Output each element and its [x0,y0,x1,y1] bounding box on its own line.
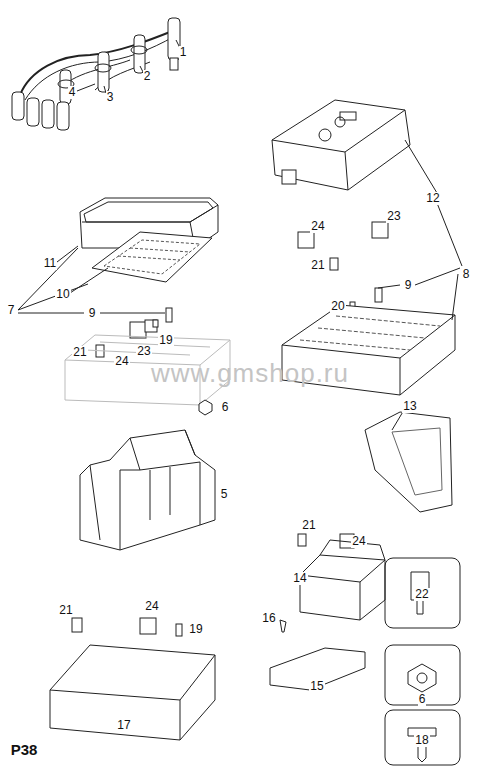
callout-number: 17 [116,719,131,732]
page-code: P38 [10,743,39,756]
callout-number: 3 [106,91,115,104]
callout-number: 21 [72,346,87,359]
callout-number: 23 [386,210,401,223]
callout-number: 11 [43,257,57,270]
callout-number: 14 [292,572,307,585]
fuse-label-sheet [92,232,212,282]
callout-number: 21 [310,259,325,272]
small-fuse-block [270,534,385,690]
watermark: www.gmshop.ru [150,367,350,380]
callout-number: 10 [55,288,70,301]
callout-number: 12 [425,192,440,205]
control-module-panel [365,412,452,512]
callout-number: 13 [402,400,417,413]
callout-number: 8 [462,268,471,281]
callout-number: 24 [144,600,159,613]
callout-number: 24 [351,535,366,548]
callout-number: 21 [58,604,73,617]
ignition-wire-set [12,18,180,130]
callout-number: 6 [418,693,427,706]
callout-number: 7 [7,304,16,317]
fuse-relay-box [0,618,215,740]
mounting-bracket [80,430,215,550]
callout-number: 19 [158,334,173,347]
callout-number: 16 [261,612,276,625]
nut [199,400,212,415]
callout-number: 2 [143,70,152,83]
fuses-relays-left [96,308,172,357]
leader-lines [18,40,462,430]
fuse-box-cover-right [272,100,410,190]
inset-boxes [385,558,460,765]
callout-number: 1 [179,46,188,59]
callout-number: 15 [309,680,324,693]
callout-number: 22 [414,588,429,601]
callout-number: 18 [414,734,429,747]
callout-number: 21 [301,519,316,532]
fuses-relays-right [298,222,388,309]
callout-number: 4 [68,86,77,99]
callout-number: 19 [188,623,203,636]
callout-number: 9 [88,307,97,320]
callout-number: 23 [136,345,151,358]
callout-number: 24 [114,355,129,368]
callout-number: 20 [330,300,345,313]
callout-number: 24 [310,220,325,233]
fuse-block-right [282,305,455,395]
callout-number: 6 [221,401,230,414]
callout-number: 5 [220,488,229,501]
callout-number: 9 [404,279,413,292]
